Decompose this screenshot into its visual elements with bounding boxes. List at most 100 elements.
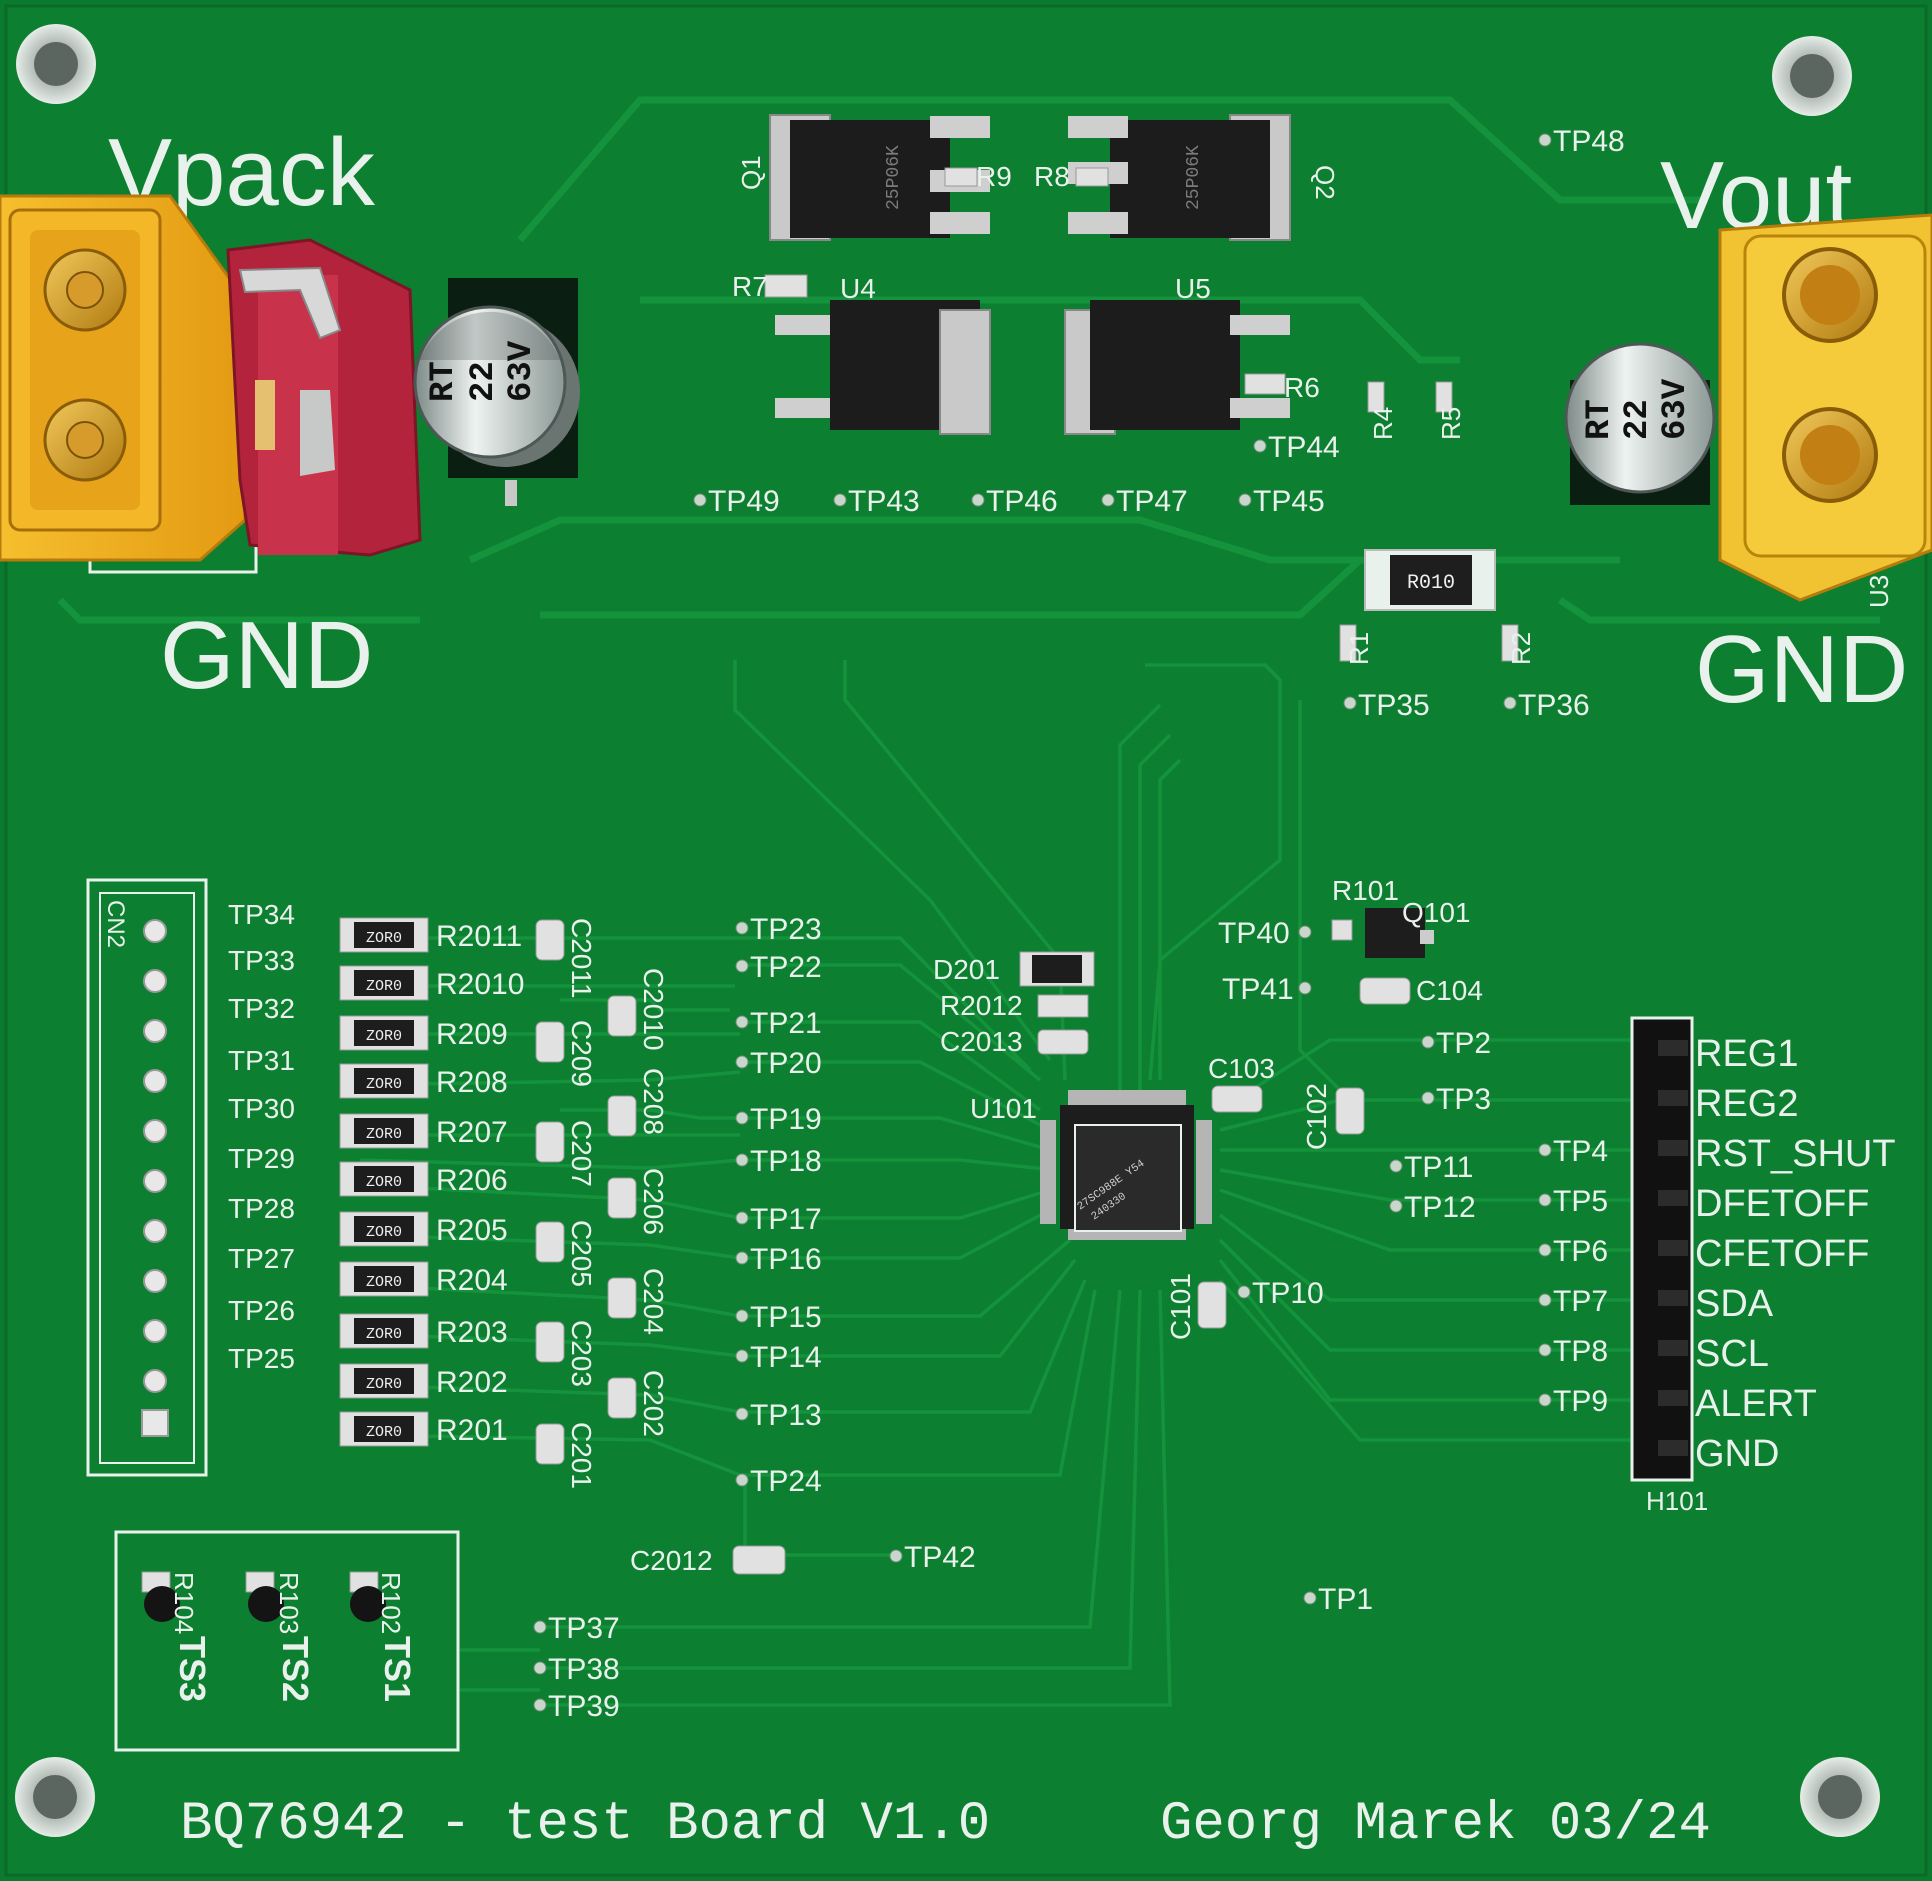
header-pin-scl: SCL [1695, 1333, 1769, 1375]
testpoint-tp28: TP28 [228, 1193, 295, 1224]
header-pin-cfetoff: CFETOFF [1695, 1233, 1870, 1275]
testpoint-tp23: TP23 [750, 913, 822, 946]
connector-right-ref: U3 [1864, 575, 1894, 608]
testpoint-tp15: TP15 [750, 1301, 822, 1334]
c2013-label: C2013 [940, 1026, 1023, 1057]
resistor-label-r206: R206 [436, 1164, 508, 1197]
c104-label: C104 [1416, 975, 1483, 1006]
cell-caps-right: C2010 C208 C206 C204 C202 [607, 968, 669, 1437]
testpoint-tp40: TP40 [1218, 917, 1290, 950]
testpoint-tp9: TP9 [1553, 1385, 1608, 1418]
testpoints-right: TP40 TP41 TP2 TP3 TP11 TP12 TP10 TP1 TP4… [1218, 917, 1608, 1616]
u5-ref: U5 [1175, 273, 1211, 304]
r8-label: R8 [1034, 161, 1070, 192]
gnd-left-label: GND [160, 602, 373, 709]
shunt-resistor: R010 [1364, 549, 1496, 611]
resistor-label-r201: R201 [436, 1414, 508, 1447]
testpoint-tp18: TP18 [750, 1145, 822, 1178]
electrolytic-cap-left: RT 22 63V [413, 278, 580, 506]
testpoint-tp8: TP8 [1553, 1335, 1608, 1368]
resistor-label-r208: R208 [436, 1066, 508, 1099]
cell-caps-left: C2011 C209 C207 C205 C203 C201 [535, 918, 597, 1489]
u101-label: U101 [970, 1093, 1037, 1124]
diode-d201 [1019, 951, 1095, 987]
testpoint-tp7: TP7 [1553, 1285, 1608, 1318]
testpoint-tp31: TP31 [228, 1045, 295, 1076]
q2-ref: Q2 [1310, 165, 1340, 200]
resistor-marking: ZOR0 [366, 1174, 402, 1191]
testpoint-tp24: TP24 [750, 1465, 822, 1498]
resistor-marking: ZOR0 [366, 1424, 402, 1441]
testpoints-ts: TP37 TP38 TP39 [533, 1612, 620, 1723]
board-title: BQ76942 - test Board V1.0 [180, 1794, 990, 1855]
header-pin-rst-shut: RST_SHUT [1695, 1133, 1896, 1175]
testpoint-tp34: TP34 [228, 899, 295, 930]
resistor-label-r207: R207 [436, 1116, 508, 1149]
u4-ref: U4 [840, 273, 876, 304]
xt60-connector-vout[interactable]: U3 [1718, 213, 1932, 608]
resistor-label-r2011: R2011 [436, 920, 522, 953]
testpoints-cells: TP34 TP33 TP32 TP31 TP30 TP29 TP28 TP27 … [228, 899, 295, 1374]
resistor-marking: ZOR0 [366, 930, 402, 947]
testpoint-tp32: TP32 [228, 993, 295, 1024]
r101-label: R101 [1332, 875, 1399, 906]
resistor-marking: ZOR0 [366, 1376, 402, 1393]
c2012-label: C2012 [630, 1545, 713, 1576]
signal-traces [359, 660, 1690, 1707]
header-pin-reg2: REG2 [1695, 1083, 1798, 1125]
h101-label: H101 [1646, 1486, 1708, 1516]
cap-right-voltage: 63V [1657, 378, 1695, 440]
testpoint-tp49: TP49 [708, 485, 780, 518]
resistor-marking: ZOR0 [366, 1274, 402, 1291]
resistor-r201: ZOR0 R201 [339, 1411, 508, 1447]
driver-u4 [775, 300, 991, 435]
testpoint-tp29: TP29 [228, 1143, 295, 1174]
testpoint-tp25: TP25 [228, 1343, 295, 1374]
testpoint-tp14: TP14 [750, 1341, 822, 1374]
header-h101[interactable] [1630, 1016, 1694, 1482]
testpoint-tp38: TP38 [548, 1653, 620, 1686]
cap-label-c201: C201 [566, 1422, 597, 1489]
driver-u5 [1064, 300, 1290, 435]
header-pin-alert: ALERT [1695, 1383, 1817, 1425]
electrolytic-cap-right: RT 22 63V [1564, 342, 1716, 505]
testpoint-tp11: TP11 [1404, 1151, 1473, 1184]
cap-label-c206: C206 [638, 1168, 669, 1235]
header-pin-labels: REG1 REG2 RST_SHUT DFETOFF CFETOFF SDA S… [1695, 1033, 1896, 1475]
resistor-label-r2010: R2010 [436, 968, 524, 1001]
cap-label-c205: C205 [566, 1220, 597, 1287]
r4-label: R4 [1368, 407, 1398, 440]
testpoint-tp37: TP37 [548, 1612, 620, 1645]
r6-label: R6 [1284, 372, 1320, 403]
power-pour [57, 96, 1880, 624]
r2-label: R2 [1506, 632, 1536, 665]
board-author: Georg Marek 03/24 [1160, 1794, 1711, 1855]
testpoint-tp4: TP4 [1553, 1135, 1608, 1168]
header-pin-sda: SDA [1695, 1283, 1774, 1325]
testpoint-tp36: TP36 [1518, 689, 1590, 722]
testpoint-tp22: TP22 [750, 951, 822, 984]
resistor-label-r203: R203 [436, 1316, 508, 1349]
testpoint-tp33: TP33 [228, 945, 295, 976]
cap-left-brand: RT [425, 361, 463, 402]
d201-label: D201 [933, 954, 1000, 985]
resistor-r206: ZOR0 R206 [339, 1161, 508, 1197]
r104-label: R104 [169, 1572, 199, 1634]
cn2-ref: CN2 [102, 900, 129, 948]
cap-label-c207: C207 [566, 1120, 597, 1187]
header-pin-dfetoff: DFETOFF [1695, 1183, 1870, 1225]
testpoint-tp6: TP6 [1553, 1235, 1608, 1268]
testpoint-tp47: TP47 [1116, 485, 1188, 518]
resistor-label-r209: R209 [436, 1018, 508, 1051]
fuse-holder[interactable] [226, 238, 422, 557]
c101-label: C101 [1165, 1273, 1196, 1340]
connector-cn2[interactable]: CN2 [86, 878, 208, 1477]
